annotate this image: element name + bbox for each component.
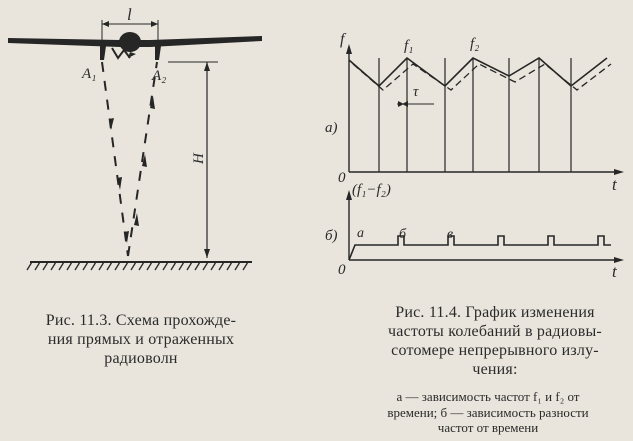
- legend-fig-11-4: а — зависимость частот f₁ и f₂ от времен…: [344, 389, 632, 436]
- up-arrow-2: [142, 154, 147, 167]
- label-origin-b: 0: [338, 262, 346, 278]
- label-mark-v: в: [447, 227, 453, 242]
- aircraft-fuselage: [119, 32, 141, 52]
- label-t-a: t: [612, 175, 618, 194]
- label-origin-a: 0: [338, 170, 346, 186]
- incident-ray: [101, 61, 129, 257]
- axis-t-b-arrow: [614, 257, 624, 263]
- label-tau: τ: [413, 84, 419, 100]
- antenna-a1: [100, 46, 106, 60]
- period-verticals: [378, 58, 572, 172]
- reflected-ray: [127, 61, 158, 257]
- label-mark-b: б: [399, 227, 407, 242]
- axis-f-arrow: [346, 44, 352, 54]
- label-mark-a: a: [357, 226, 364, 241]
- caption-line: Рис. 11.3. Схема прохожде-: [45, 312, 237, 329]
- direct-signal-zigzag: [111, 47, 131, 60]
- ground-hatching: [26, 261, 249, 271]
- caption-fig-11-4: Рис. 11.4. График изменения частоты коле…: [360, 304, 630, 380]
- label-panel-b: б): [325, 228, 338, 244]
- series-f1: [348, 56, 608, 88]
- label-f2: f₂: [470, 36, 479, 52]
- down-arrow-2: [117, 177, 122, 190]
- antenna-a2: [155, 46, 161, 60]
- zigzag-arrow: [128, 52, 136, 58]
- caption-line: частоты колебаний в радиовы-: [388, 322, 602, 340]
- up-arrow-1: [150, 96, 155, 109]
- caption-line: Рис. 11.4. График изменения: [395, 304, 595, 321]
- tau-arrow-left: [398, 101, 404, 107]
- label-f-axis: f: [340, 31, 347, 48]
- series-f2: [352, 63, 612, 91]
- caption-line: радиоволн: [104, 349, 178, 367]
- series-difference: [348, 235, 611, 261]
- tau-arrow-right: [402, 101, 408, 107]
- dim-l-arrow-right: [151, 21, 158, 27]
- caption-line: чения:: [472, 360, 518, 378]
- down-arrow-3: [124, 231, 129, 243]
- label-a1: A₁: [81, 66, 96, 82]
- legend-line: времени; б — зависимость разности: [387, 404, 589, 420]
- label-panel-a: a): [325, 120, 338, 136]
- label-diff-axis: (f₁−f₂): [352, 182, 391, 198]
- down-arrow-1: [109, 118, 114, 130]
- legend-line: частот от времени: [437, 420, 539, 436]
- caption-line: ния прямых и отраженных: [47, 330, 235, 348]
- label-h: H: [191, 152, 207, 165]
- label-t-b: t: [612, 262, 618, 281]
- axis-t-a-arrow: [614, 169, 624, 175]
- label-f1: f₁: [404, 38, 413, 54]
- up-arrow-3: [134, 213, 139, 226]
- dim-l-arrow-left: [102, 21, 109, 27]
- label-l: l: [127, 5, 132, 24]
- caption-line: сотомере непрерывного излу-: [391, 341, 599, 359]
- caption-fig-11-3: Рис. 11.3. Схема прохожде- ния прямых и …: [2, 312, 280, 369]
- dim-h-arrow-top: [204, 62, 210, 71]
- dim-h-arrow-bottom: [204, 249, 210, 258]
- axis-diff-arrow: [346, 190, 352, 200]
- legend-line: а — зависимость частот f₁ и f₂ от: [396, 389, 580, 404]
